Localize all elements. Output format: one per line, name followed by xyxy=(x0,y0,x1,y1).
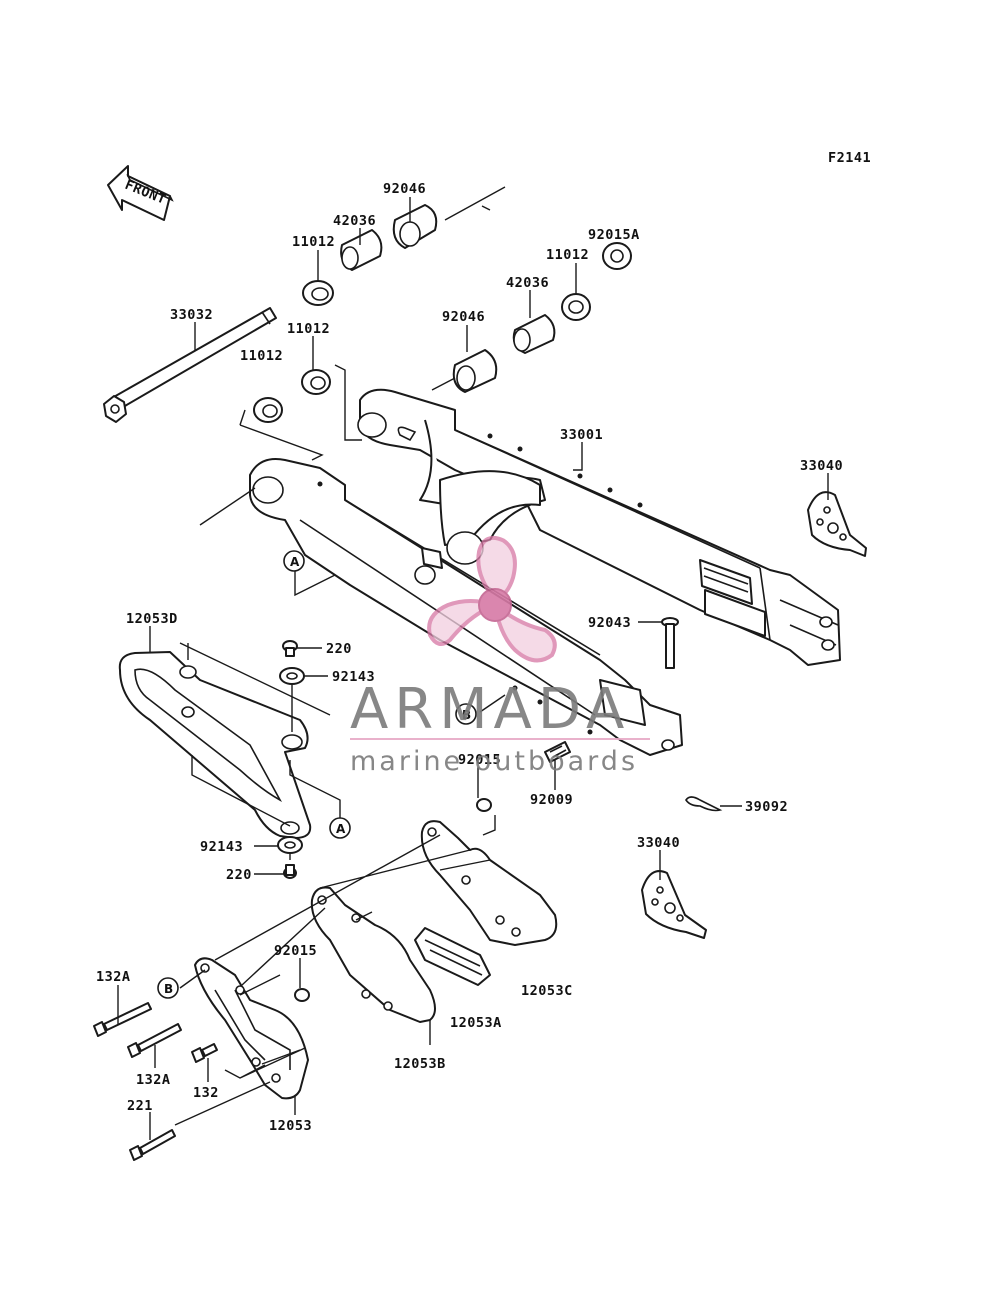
label-33040-top: 33040 xyxy=(800,458,843,474)
washer-92143-bottom xyxy=(277,836,303,854)
label-11012-mid: 11012 xyxy=(287,321,330,337)
washer-92015-mid xyxy=(476,798,492,812)
label-39092: 39092 xyxy=(745,799,788,815)
label-92043: 92043 xyxy=(588,615,631,631)
washer-92015-low xyxy=(294,988,310,1002)
label-92009: 92009 xyxy=(530,792,573,808)
collar-92046-top xyxy=(392,204,438,249)
ref-circle-a-upper: A xyxy=(283,550,305,572)
bolt-92043 xyxy=(661,617,679,669)
bolt-132A-top xyxy=(93,1002,152,1037)
label-42036-right: 42036 xyxy=(506,275,549,291)
watermark-brand: ARMADA xyxy=(350,677,630,742)
label-33001: 33001 xyxy=(560,427,603,443)
svg-text:B: B xyxy=(462,708,471,722)
watermark: ARMADA marine outboards xyxy=(350,536,650,777)
bolt-220-bottom xyxy=(283,864,297,879)
label-33040-bottom: 33040 xyxy=(637,835,680,851)
washer-92143-top xyxy=(279,667,305,685)
label-132: 132 xyxy=(193,1085,219,1101)
chain-guide-12053B xyxy=(310,886,436,1023)
bolt-220-top xyxy=(282,640,298,657)
label-221: 221 xyxy=(127,1098,153,1114)
svg-text:A: A xyxy=(290,555,300,569)
seal-11012-right xyxy=(561,293,591,321)
label-132A-bottom: 132A xyxy=(136,1072,171,1088)
seal-11012-left xyxy=(253,397,283,423)
label-220-bottom: 220 xyxy=(226,867,252,883)
chain-slider-12053D xyxy=(118,651,312,839)
label-12053A: 12053A xyxy=(450,1015,502,1031)
label-220-top: 220 xyxy=(326,641,352,657)
svg-text:B: B xyxy=(164,982,173,996)
label-92143-bottom: 92143 xyxy=(200,839,243,855)
chain-adjuster-top xyxy=(807,491,867,557)
label-11012-left: 11012 xyxy=(240,348,283,364)
label-11012-right: 11012 xyxy=(546,247,589,263)
label-33032: 33032 xyxy=(170,307,213,323)
collar-92046-mid xyxy=(452,349,498,393)
chain-adjuster-bottom xyxy=(641,870,707,939)
chain-guide-12053 xyxy=(194,957,309,1100)
bolt-132 xyxy=(191,1043,218,1063)
clip-39092 xyxy=(685,796,723,812)
label-92046-top: 92046 xyxy=(383,181,426,197)
label-132A-top: 132A xyxy=(96,969,131,985)
propeller-logo-icon xyxy=(427,536,557,663)
label-92143-top: 92143 xyxy=(332,669,375,685)
seal-11012-top xyxy=(302,280,334,306)
sleeve-42036-top xyxy=(340,229,383,271)
label-42036-top: 42036 xyxy=(333,213,376,229)
label-12053B: 12053B xyxy=(394,1056,446,1072)
label-12053D: 12053D xyxy=(126,611,178,627)
sleeve-42036-right xyxy=(512,314,556,354)
label-92015A: 92015A xyxy=(588,227,640,243)
label-92015-low: 92015 xyxy=(274,943,317,959)
chain-guide-12053C xyxy=(420,820,558,946)
label-92046-mid: 92046 xyxy=(442,309,485,325)
front-arrow-icon: FRONT xyxy=(107,165,174,221)
svg-text:A: A xyxy=(336,822,346,836)
collar-92015A xyxy=(602,242,632,270)
pivot-shaft xyxy=(103,307,277,423)
chain-guide-12053A xyxy=(414,927,491,986)
ref-circle-b-upper: B xyxy=(455,703,477,725)
label-11012-top: 11012 xyxy=(292,234,335,250)
label-12053: 12053 xyxy=(269,1118,312,1134)
bolt-132A-bottom xyxy=(127,1023,182,1058)
ref-circle-b-lower: B xyxy=(157,977,179,999)
diagram-code: F2141 xyxy=(828,150,871,166)
watermark-tagline: marine outboards xyxy=(350,746,638,777)
label-12053C: 12053C xyxy=(521,983,573,999)
bolt-92009 xyxy=(544,741,571,763)
seal-11012-mid xyxy=(301,369,331,395)
label-92015-mid: 92015 xyxy=(458,752,501,768)
bolt-221 xyxy=(129,1129,176,1161)
swingarm-body xyxy=(249,388,841,756)
ref-circle-a-lower: A xyxy=(329,817,351,839)
